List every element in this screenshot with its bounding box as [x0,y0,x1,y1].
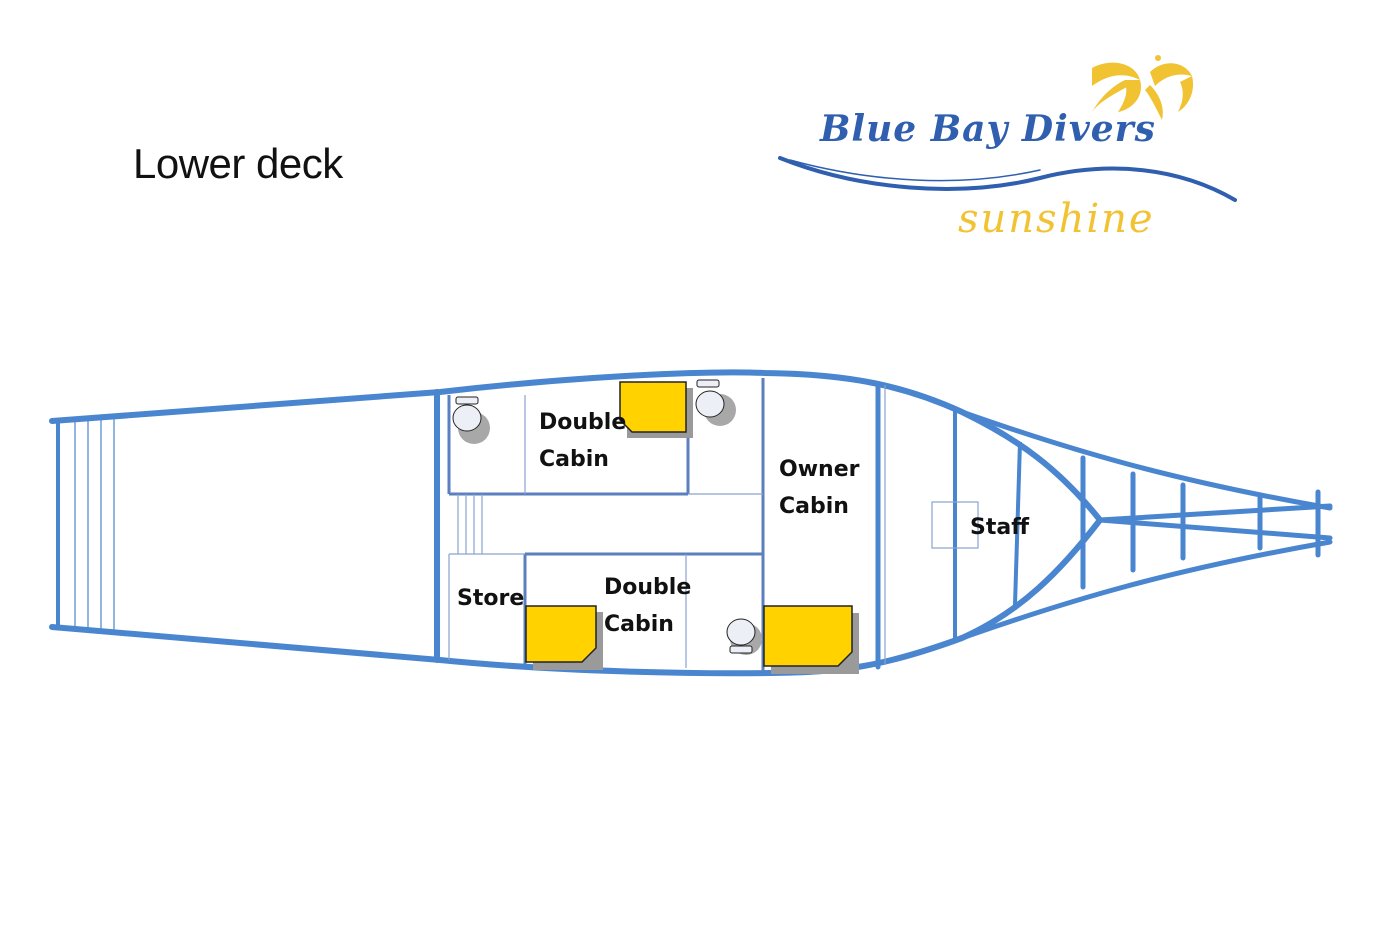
room-label-line: Cabin [779,494,849,519]
toilet-icon [726,618,762,655]
room-label-line: Cabin [604,612,674,637]
bow-frames [953,410,1022,641]
room-label-line: Double [539,410,627,435]
page-title: Lower deck [133,140,343,187]
bowsprit-spar-bottom [1097,517,1333,541]
partitions [447,378,765,672]
room-label-line: Owner [779,457,860,482]
toilet-icon [452,396,490,444]
logo-wave [778,156,1237,202]
room-label-store: Store [457,586,525,611]
bed-icon [525,605,603,670]
bowsprit-top-stay [959,409,1333,511]
room-label-line: Double [604,575,692,600]
hull-top-edge [49,369,1103,523]
room-label-staff: Staff [970,515,1030,540]
bow-frame [1013,441,1022,606]
room-label-double-cabin-top: Double Cabin [539,404,626,478]
logo-name: Blue Bay Divers [820,108,1156,150]
wave-line-thin [789,159,1041,182]
bowsprit [959,409,1333,641]
room-label-owner-cabin: Owner Cabin [779,451,859,525]
room-label-line: Cabin [539,447,609,472]
palm-tree-icon [1092,55,1194,120]
wave-line [778,156,1237,202]
bed-icon [619,381,693,438]
toilet-icon [695,379,736,426]
bowsprit-bottom-stay [959,539,1333,641]
stern-lines [74,417,115,631]
room-label-double-cabin-bottom: Double Cabin [604,569,691,643]
bowsprit-spar-top [1097,503,1333,523]
logo-subtitle: sunshine [958,196,1155,242]
staff-hatch [931,501,979,549]
thin-partitions [448,385,979,668]
bed-icon [763,605,859,674]
